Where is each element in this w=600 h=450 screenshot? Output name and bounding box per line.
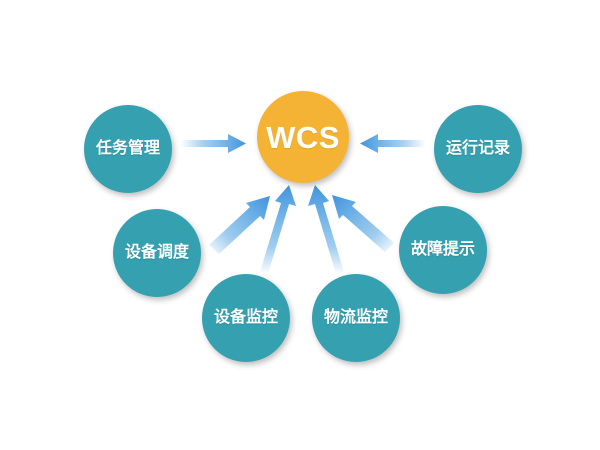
arrow-fault-alert-to-wcs — [332, 195, 394, 252]
arrow-operation-records-to-wcs — [360, 134, 425, 153]
arrow-logistics-monitoring-to-wcs — [308, 185, 344, 274]
node-equipment-scheduling[interactable]: 设备调度 — [113, 209, 201, 297]
arrow-equipment-scheduling-to-wcs — [209, 196, 270, 254]
hub-node-wcs[interactable]: WCS — [257, 91, 349, 183]
node-label-equipment-scheduling: 设备调度 — [124, 244, 189, 261]
node-label-fault-alert: 故障提示 — [410, 241, 475, 258]
node-task-management[interactable]: 任务管理 — [84, 105, 172, 193]
node-operation-records[interactable]: 运行记录 — [434, 105, 522, 193]
node-label-logistics-monitoring: 物流监控 — [323, 309, 388, 326]
arrow-task-management-to-wcs — [181, 134, 246, 153]
node-fault-alert[interactable]: 故障提示 — [399, 206, 487, 294]
node-label-operation-records: 运行记录 — [445, 140, 510, 157]
node-label-task-management: 任务管理 — [95, 140, 160, 157]
node-label-equipment-monitoring: 设备监控 — [213, 309, 278, 326]
arrow-equipment-monitoring-to-wcs — [260, 185, 296, 274]
node-logistics-monitoring[interactable]: 物流监控 — [312, 274, 400, 362]
node-equipment-monitoring[interactable]: 设备监控 — [202, 274, 290, 362]
hub-node-label: WCS — [266, 119, 340, 155]
